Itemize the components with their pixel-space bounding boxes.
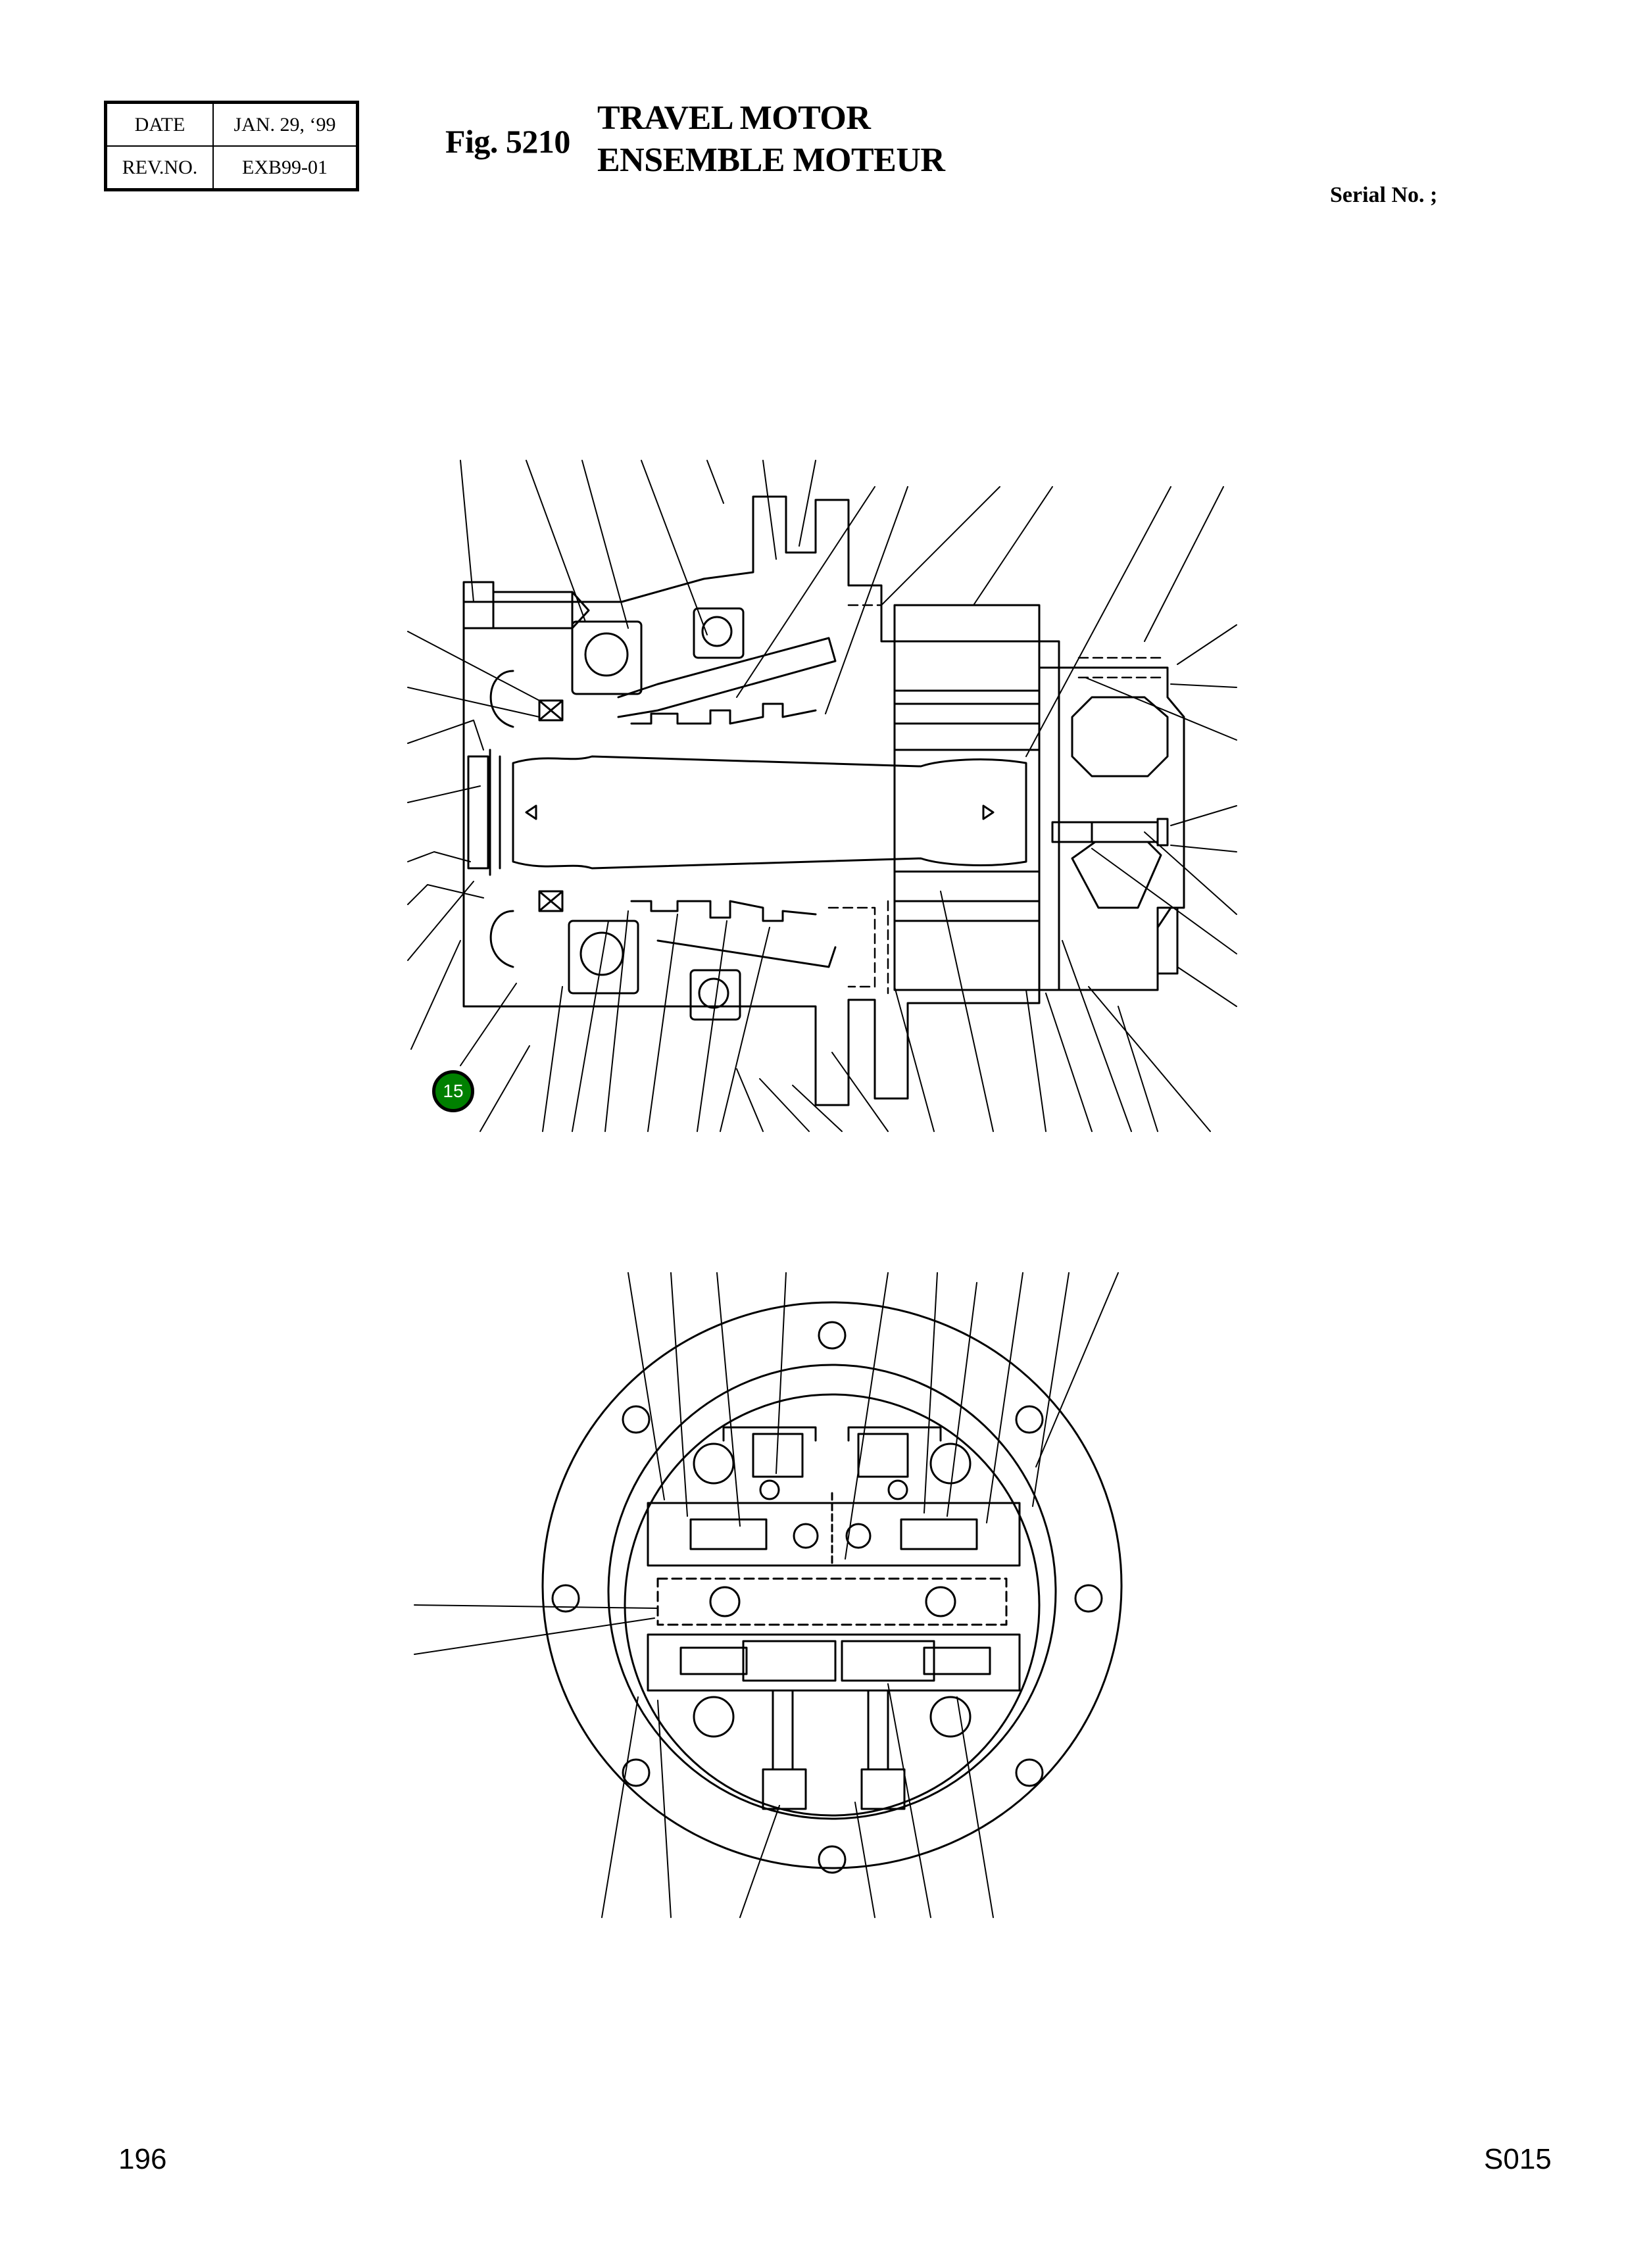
end-view-callout-lines: [414, 1272, 1119, 1918]
end-view-diagram: [541, 1301, 1123, 1874]
serial-number-label: Serial No. ;: [1330, 183, 1438, 207]
rev-value: EXB99-01: [212, 145, 358, 191]
sheet-code: S015: [1484, 2143, 1552, 2175]
date-value: JAN. 29, ‘99: [212, 101, 358, 147]
revision-table: DATE JAN. 29, ‘99 REV.NO. EXB99-01: [104, 101, 359, 191]
rev-label: REV.NO.: [105, 145, 214, 191]
page-title-english: TRAVEL MOTOR: [597, 99, 871, 137]
date-label: DATE: [105, 101, 214, 147]
page-number: 196: [118, 2143, 167, 2175]
cross-section-callout-lines: [407, 460, 1237, 1132]
cross-section-diagram: [462, 495, 1185, 1106]
hotspot-badge-15[interactable]: 15: [432, 1070, 474, 1112]
page-title-french: ENSEMBLE MOTEUR: [597, 141, 945, 179]
figure-number: Fig. 5210: [445, 123, 570, 160]
hotspot-label: 15: [443, 1081, 464, 1101]
